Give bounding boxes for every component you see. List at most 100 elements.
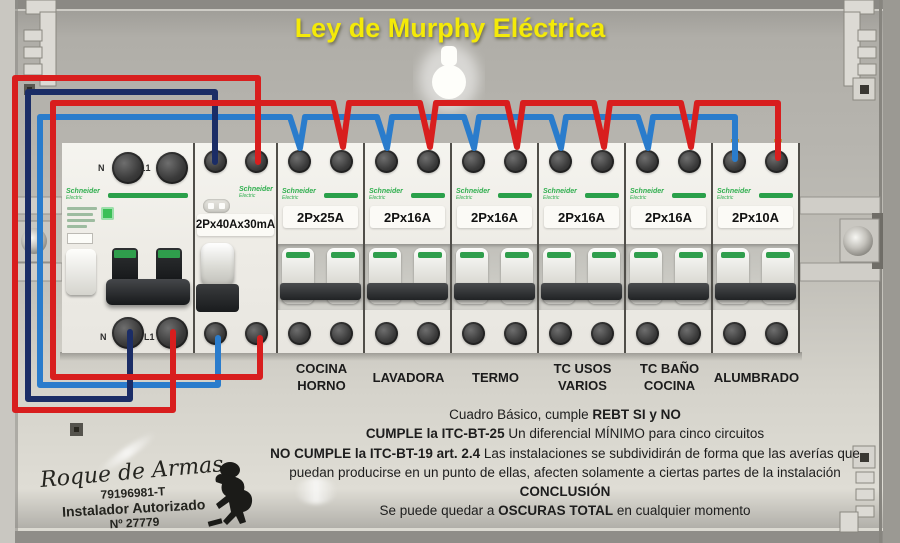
- breaker-rating-label: 2Px10A: [718, 206, 793, 228]
- terminal-label-l1: L1: [140, 163, 151, 173]
- toggle-zone: [365, 244, 450, 310]
- top-left-clip: [23, 0, 57, 87]
- terminal: [723, 322, 746, 345]
- logo-bar: [108, 193, 188, 198]
- toggle-handle: [628, 283, 709, 300]
- breaker-rating-label: 2Px16A: [544, 206, 619, 228]
- light-bulb-icon: [419, 44, 479, 112]
- terminal: [417, 322, 440, 345]
- terminal: [723, 150, 746, 173]
- differential-rating-label: 2Px40Ax30mA: [196, 214, 275, 236]
- logo-bar: [759, 193, 793, 198]
- terminal: [245, 150, 268, 173]
- terminal: [636, 150, 659, 173]
- terminal: [112, 317, 144, 349]
- rating-badge: [101, 207, 114, 220]
- installer-stamp-figure-icon: [207, 462, 253, 527]
- breaker-rating-label: 2Px16A: [631, 206, 706, 228]
- differential-toggle: [201, 243, 234, 287]
- print-box: [67, 233, 93, 244]
- terminal-label-l1: L1: [144, 332, 155, 342]
- terminal: [678, 150, 701, 173]
- terminal: [549, 322, 572, 345]
- terminal: [678, 322, 701, 345]
- test-button: [203, 199, 230, 213]
- annotation-line: puedan producirse en un punto de ellas, …: [289, 464, 841, 480]
- logo-bar: [672, 193, 706, 198]
- toggle-zone: [626, 244, 711, 310]
- bottom-right-clip: [839, 471, 875, 533]
- terminal: [288, 322, 311, 345]
- terminal: [245, 322, 268, 345]
- terminal: [156, 317, 188, 349]
- annotation-line: Cuadro Básico, cumple REBT SI y NO: [449, 407, 681, 422]
- terminal: [591, 150, 614, 173]
- annotation-line: CONCLUSIÓN: [519, 484, 611, 500]
- terminal: [636, 322, 659, 345]
- frame-left-edge: [0, 0, 15, 543]
- terminal: [375, 150, 398, 173]
- light-reflection: [295, 478, 337, 504]
- print-line: [67, 207, 97, 210]
- toggle-zone: [278, 244, 363, 310]
- breaker-rating-label: 2Px16A: [457, 206, 532, 228]
- circuit-label-alumbrado: ALUMBRADO: [713, 369, 800, 385]
- aux-lever: [66, 249, 96, 295]
- terminal: [288, 150, 311, 173]
- toggle-zone: [713, 244, 798, 310]
- terminal: [156, 152, 188, 184]
- bracket-knob: [21, 228, 47, 254]
- terminal-label-n: N: [100, 332, 107, 342]
- terminal: [204, 150, 227, 173]
- logo-bar: [498, 193, 532, 198]
- differential-handle: [196, 284, 239, 312]
- terminal: [204, 322, 227, 345]
- terminal: [765, 150, 788, 173]
- main-switch-handle: [106, 279, 190, 305]
- frame-top-edge: [0, 0, 900, 9]
- terminal: [549, 150, 572, 173]
- terminal: [504, 322, 527, 345]
- toggle-zone: [539, 244, 624, 310]
- print-line: [67, 213, 93, 216]
- frame-bottom-edge: [0, 531, 900, 543]
- annotation-line: NO CUMPLE la ITC-BT-19 art. 2.4 Las inst…: [270, 445, 860, 461]
- page-title: Ley de Murphy Eléctrica: [294, 13, 606, 43]
- toggle-handle: [280, 283, 361, 300]
- print-line: [67, 225, 87, 228]
- terminal: [330, 150, 353, 173]
- terminal: [591, 322, 614, 345]
- terminal: [462, 150, 485, 173]
- toggle-handle: [454, 283, 535, 300]
- annotation-line: Se puede quedar a OSCURAS TOTAL en cualq…: [379, 503, 751, 519]
- terminal: [375, 322, 398, 345]
- terminal: [504, 150, 527, 173]
- logo-bar: [411, 193, 445, 198]
- logo-bar: [324, 193, 358, 198]
- annotation-line: CUMPLE la ITC-BT-25 Un diferencial MÍNIM…: [365, 426, 765, 442]
- toggle-handle: [715, 283, 796, 300]
- bracket-knob: [843, 226, 873, 256]
- breaker-rating-label: 2Px16A: [370, 206, 445, 228]
- terminal: [462, 322, 485, 345]
- terminal: [765, 322, 788, 345]
- frame-right-edge: [883, 0, 900, 543]
- annotation-text: Cuadro Básico, cumple REBT SI y NO CUMPL…: [265, 405, 865, 521]
